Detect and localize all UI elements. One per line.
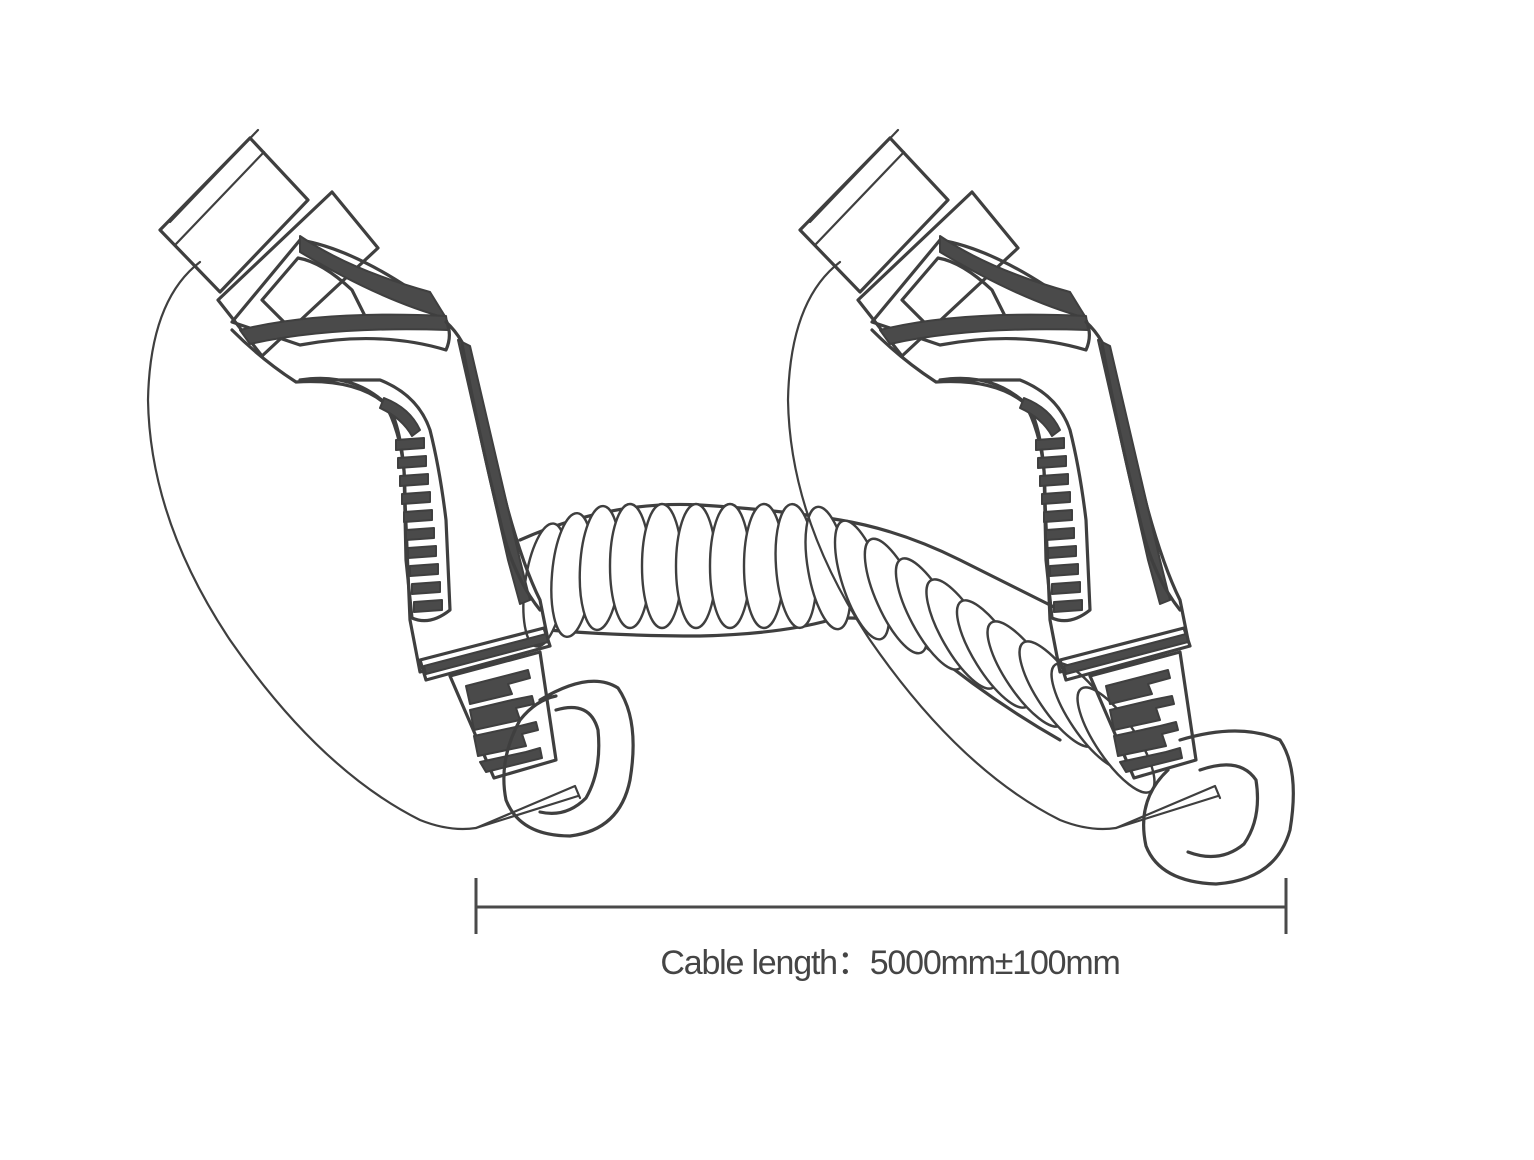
right-wire-loop [786,260,1220,831]
left-cable-loop [502,679,635,838]
cable-length-label: Cable length：5000mm±100mm [660,944,1120,982]
left-wire-loop [146,260,580,831]
coiled-cable [515,501,1169,804]
right-plug [786,128,1295,886]
dimension-line [474,878,1288,934]
right-cable-loop [1142,729,1295,886]
left-connector [158,128,558,780]
left-plug [146,128,635,838]
